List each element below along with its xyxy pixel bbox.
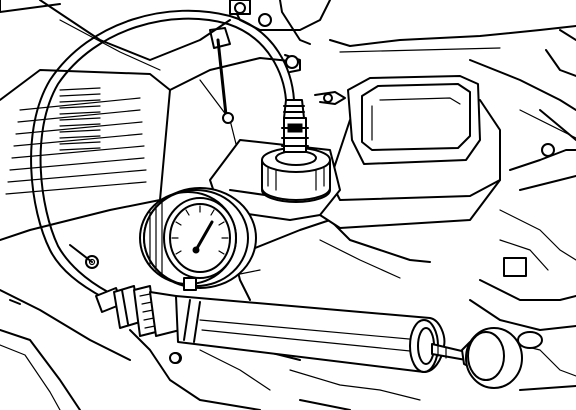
vacuum-hose <box>30 9 295 299</box>
reservoir <box>319 75 501 229</box>
pressure-gauge <box>139 187 257 291</box>
reservoir-cap <box>209 99 341 221</box>
hand-pump <box>95 285 523 389</box>
